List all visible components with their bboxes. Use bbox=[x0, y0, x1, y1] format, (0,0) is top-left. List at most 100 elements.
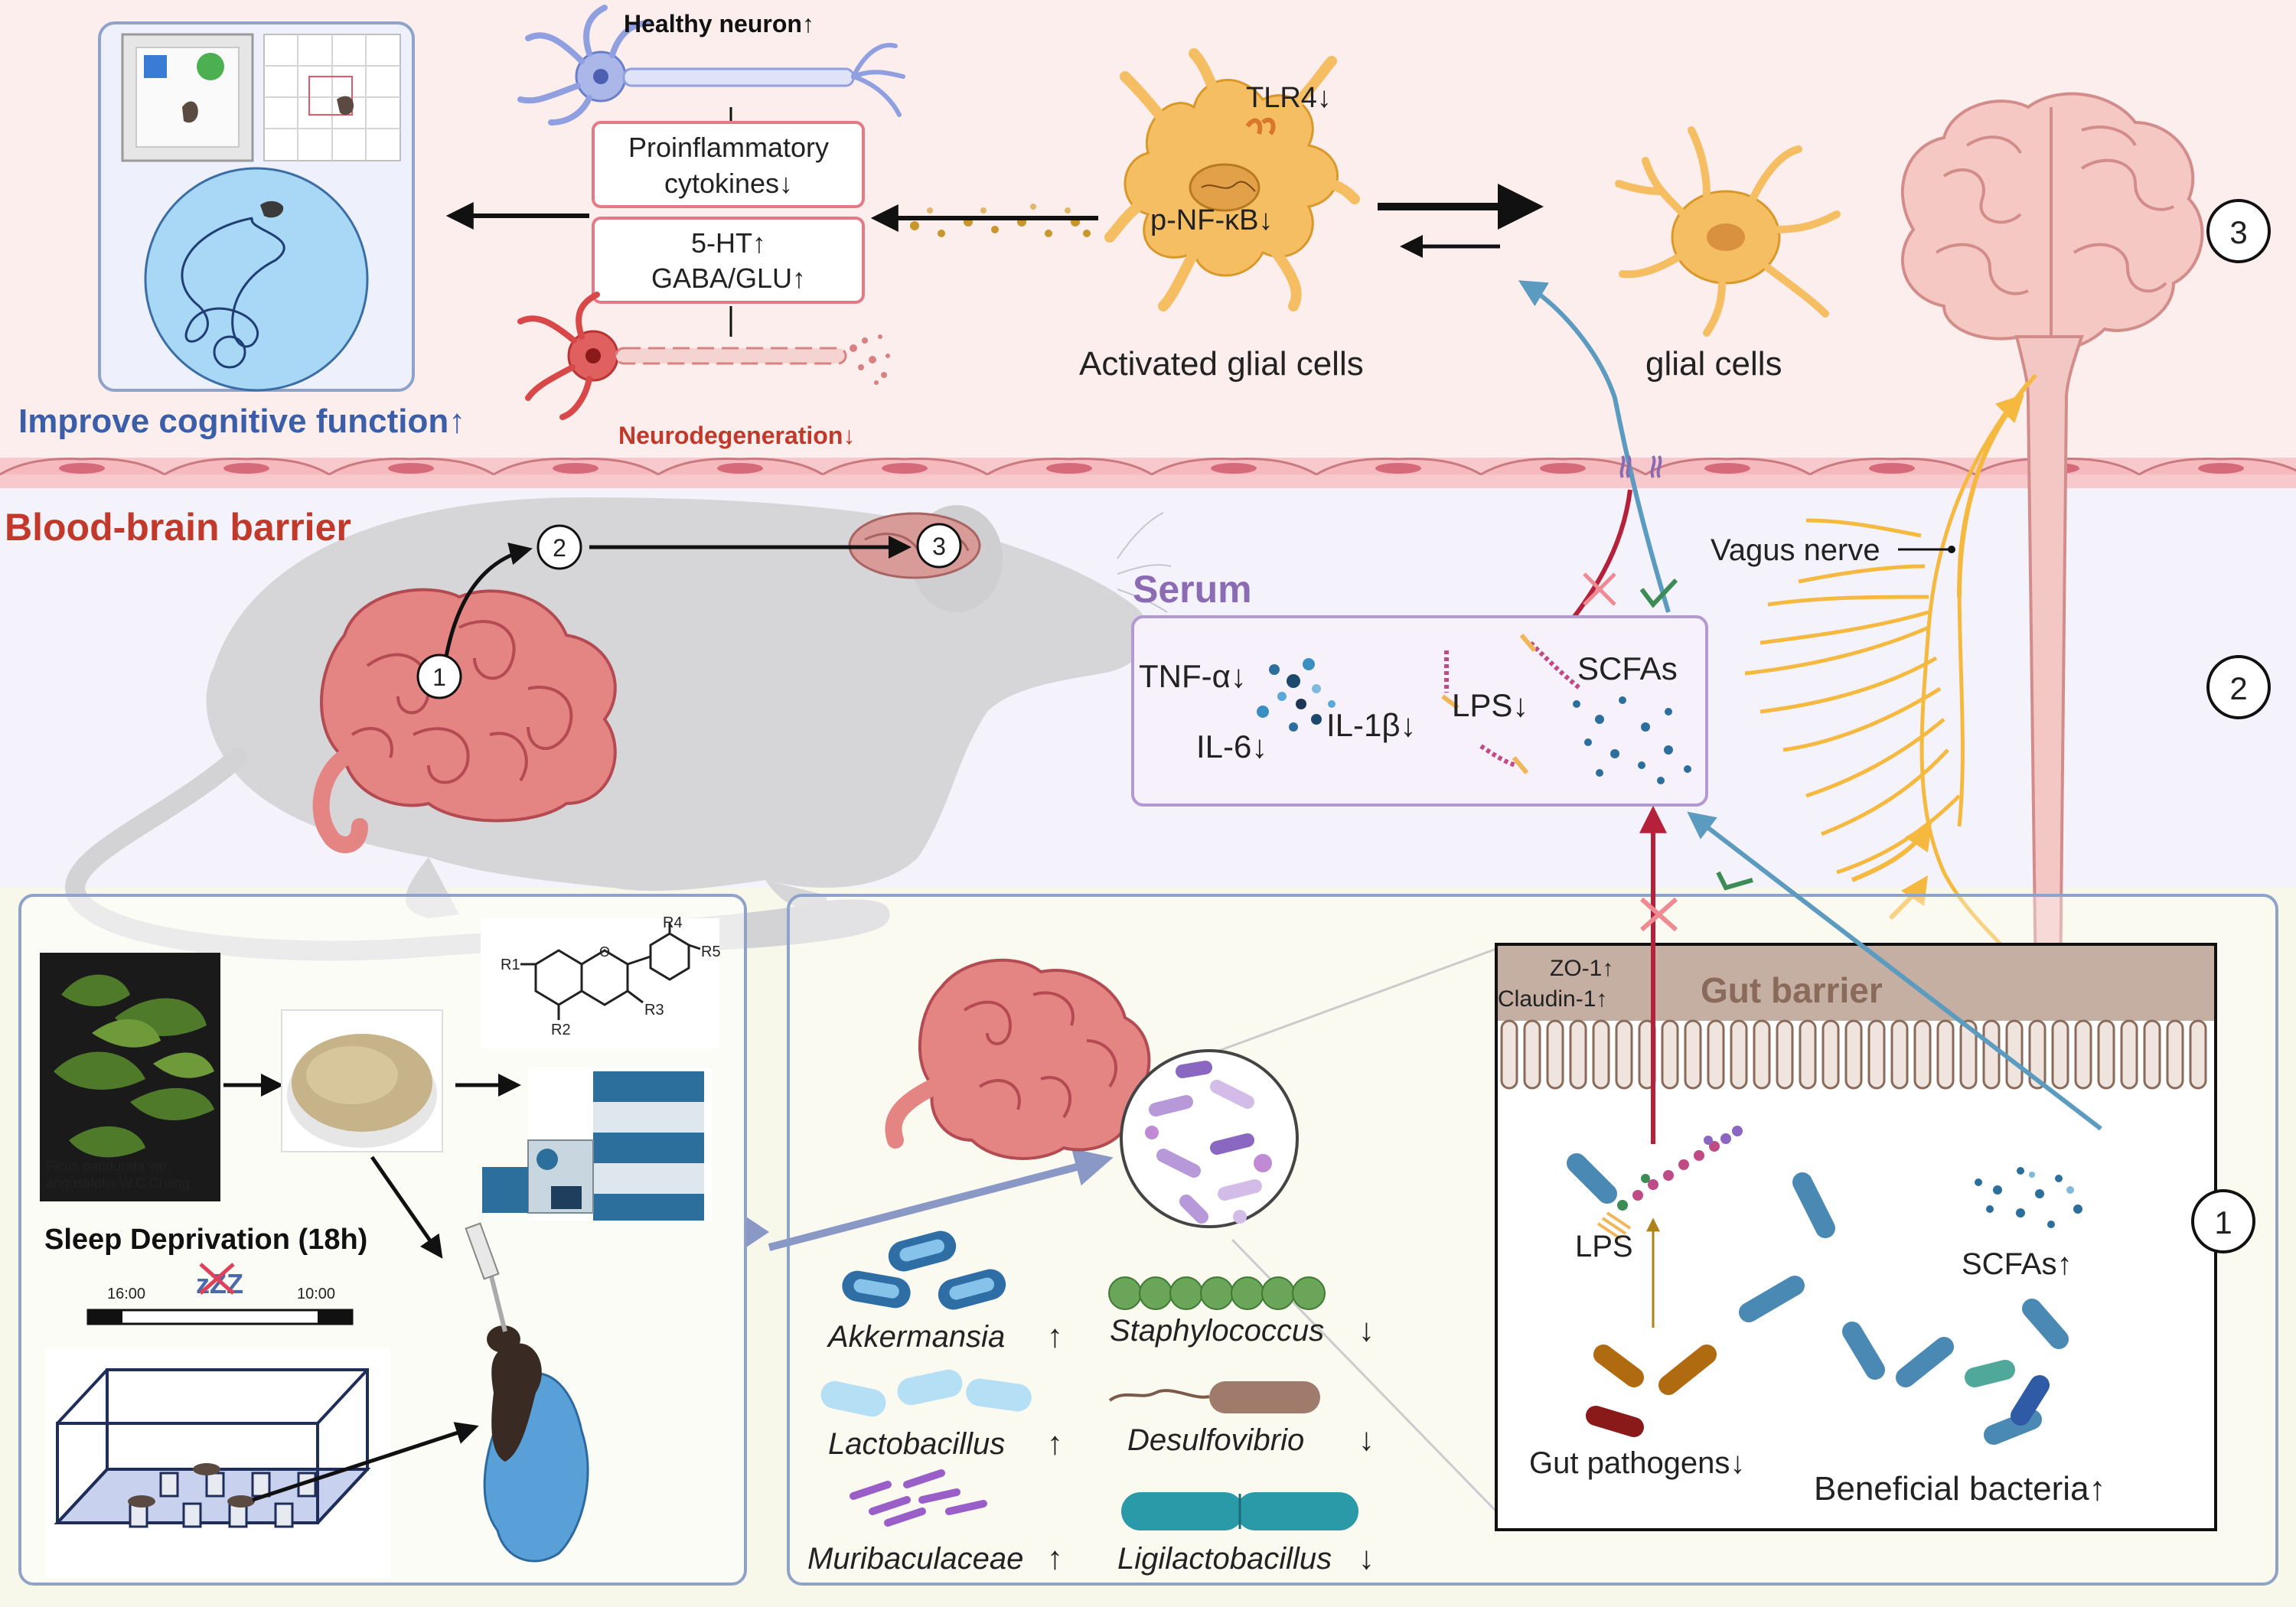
svg-text:R3: R3 bbox=[644, 1002, 664, 1019]
svg-text:cytokines↓: cytokines↓ bbox=[664, 168, 793, 199]
intestinal-villus bbox=[1730, 1019, 1748, 1090]
healthy-neuron-label: Healthy neuron↑ bbox=[624, 10, 814, 37]
lps-gut-label: LPS bbox=[1575, 1230, 1633, 1263]
glial-cells-label: glial cells bbox=[1645, 345, 1782, 383]
gut-pathogens-label: Gut pathogens↓ bbox=[1529, 1446, 1745, 1480]
endothelial-nucleus bbox=[2198, 463, 2244, 474]
svg-text:3: 3 bbox=[2229, 214, 2247, 250]
svg-text:↓: ↓ bbox=[1358, 1421, 1375, 1457]
svg-text:R5: R5 bbox=[701, 944, 721, 960]
healthy-neuron-illustration bbox=[517, 5, 905, 125]
intestinal-villus bbox=[2051, 1019, 2069, 1090]
gut-bacteria-rods bbox=[1567, 1153, 2069, 1445]
svg-text:zZZ: zZZ bbox=[196, 1268, 243, 1299]
tnf-label: TNF-α↓ bbox=[1139, 658, 1247, 694]
intestinal-villus bbox=[1684, 1019, 1702, 1090]
intestinal-villus bbox=[1821, 1019, 1840, 1090]
hplc-instrument bbox=[482, 1068, 712, 1221]
svg-text:R4: R4 bbox=[663, 914, 683, 931]
svg-text:Staphylococcus: Staphylococcus bbox=[1110, 1314, 1324, 1348]
endothelial-nucleus bbox=[717, 463, 763, 474]
arrow-intestine-to-microbes bbox=[768, 1148, 1114, 1251]
step-3-marker: 3 bbox=[2206, 199, 2271, 263]
sleep-timeline: 16:00 10:00 bbox=[86, 1286, 354, 1325]
scfa-check-mark bbox=[1639, 578, 1678, 608]
svg-text:Desulfovibrio: Desulfovibrio bbox=[1127, 1423, 1304, 1457]
endothelial-nucleus bbox=[553, 463, 598, 474]
improve-cognitive-label: Improve cognitive function↑ bbox=[18, 403, 465, 440]
sleep-deprivation-title: Sleep Deprivation (18h) bbox=[44, 1224, 367, 1256]
vagus-arrow-up-2 bbox=[1851, 822, 1932, 882]
mouse-arrow-1-2 bbox=[444, 543, 533, 657]
intestinal-villus bbox=[1546, 1019, 1564, 1090]
gavage-mouse bbox=[465, 1222, 589, 1563]
staphylococcus-cell bbox=[1200, 1276, 1234, 1310]
intestinal-villus bbox=[1936, 1019, 1955, 1090]
intestinal-villus bbox=[1776, 1019, 1794, 1090]
flavonoid-structure: O R1 R2 R3 R4 R5 bbox=[481, 914, 721, 1048]
mouse-whiskers bbox=[1117, 512, 1172, 613]
svg-text:↑: ↑ bbox=[1047, 1425, 1063, 1461]
svg-text:Muribaculaceae: Muribaculaceae bbox=[807, 1542, 1023, 1576]
il1b-label: IL-1β↓ bbox=[1326, 707, 1417, 743]
endothelial-nucleus bbox=[1375, 463, 1421, 474]
microbiota-magnifier bbox=[1120, 1049, 1299, 1228]
step-1-marker: 1 bbox=[2191, 1189, 2255, 1253]
endothelial-nucleus bbox=[1046, 463, 1092, 474]
scfas-gut-label: SCFAs↑ bbox=[1962, 1247, 2072, 1281]
intestinal-villus bbox=[2166, 1019, 2184, 1090]
mouse-step-2: 2 bbox=[536, 524, 582, 570]
intestinal-villus bbox=[1959, 1019, 1978, 1090]
svg-text:angustifolia W.C.Chang: angustifolia W.C.Chang bbox=[46, 1175, 190, 1191]
svg-text:↓: ↓ bbox=[1358, 1540, 1375, 1576]
cytokine-molecules bbox=[1257, 658, 1336, 732]
lps-block-x bbox=[1583, 572, 1616, 606]
intestinal-villus bbox=[1753, 1019, 1771, 1090]
scfas-serum-label: SCFAs bbox=[1577, 650, 1678, 686]
intestinal-villus bbox=[2120, 1019, 2138, 1090]
arrow-box-to-mouse bbox=[252, 1422, 479, 1502]
experiment-to-gut-connector bbox=[746, 1217, 769, 1247]
human-brain-illustration bbox=[1900, 92, 2204, 1012]
endothelial-nucleus bbox=[1704, 463, 1750, 474]
muribaculaceae-icon bbox=[850, 1469, 987, 1527]
intestinal-villus bbox=[1890, 1019, 1909, 1090]
plant-photo: Ficus pandurata var. angustifolia W.C.Ch… bbox=[40, 953, 220, 1201]
intestinal-villus bbox=[2189, 1019, 2207, 1090]
step-2-marker: 2 bbox=[2206, 655, 2271, 719]
intestinal-villus bbox=[1523, 1019, 1541, 1090]
svg-text:R2: R2 bbox=[551, 1022, 571, 1038]
serum-title: Serum bbox=[1133, 568, 1252, 611]
akkermansia-icon bbox=[842, 1231, 1006, 1310]
vagus-arrow-up-1 bbox=[1957, 393, 2025, 598]
lps-serum-label: LPS↓ bbox=[1452, 687, 1528, 723]
svg-text:5-HT↑: 5-HT↑ bbox=[691, 227, 766, 259]
no-sleep-icon: zZZ bbox=[196, 1263, 243, 1299]
svg-text:16:00: 16:00 bbox=[107, 1286, 145, 1302]
staphylococcus-cell bbox=[1139, 1276, 1172, 1310]
cytokines-box: Proinflammatory cytokines↓ bbox=[592, 121, 865, 208]
intestinal-villus bbox=[1707, 1019, 1725, 1090]
svg-text:10:00: 10:00 bbox=[297, 1286, 335, 1302]
svg-text:Akkermansia: Akkermansia bbox=[827, 1320, 1005, 1354]
intestinal-villus bbox=[1569, 1019, 1587, 1090]
endothelial-nucleus bbox=[1869, 463, 1915, 474]
gut-epithelium bbox=[1498, 946, 2214, 1090]
scfa-arrow-to-brain bbox=[1518, 280, 1671, 613]
lactobacillus-icon bbox=[820, 1369, 1032, 1417]
serum-box bbox=[1131, 615, 1708, 807]
svg-text:Ligilactobacillus: Ligilactobacillus bbox=[1117, 1542, 1332, 1576]
intestinal-villus bbox=[2074, 1019, 2092, 1090]
intestinal-villus bbox=[1844, 1019, 1863, 1090]
intestinal-villus bbox=[1592, 1019, 1610, 1090]
lps-molecules-serum bbox=[1441, 634, 1582, 774]
intestinal-villus bbox=[1982, 1019, 2001, 1090]
intestinal-villus bbox=[1615, 1019, 1633, 1090]
mouse-step-3: 3 bbox=[916, 523, 962, 569]
bbb-transporters bbox=[1619, 455, 1662, 478]
intestinal-villus bbox=[1913, 1019, 1932, 1090]
resting-glial-cell bbox=[1615, 126, 1841, 337]
endothelial-nucleus bbox=[223, 463, 269, 474]
